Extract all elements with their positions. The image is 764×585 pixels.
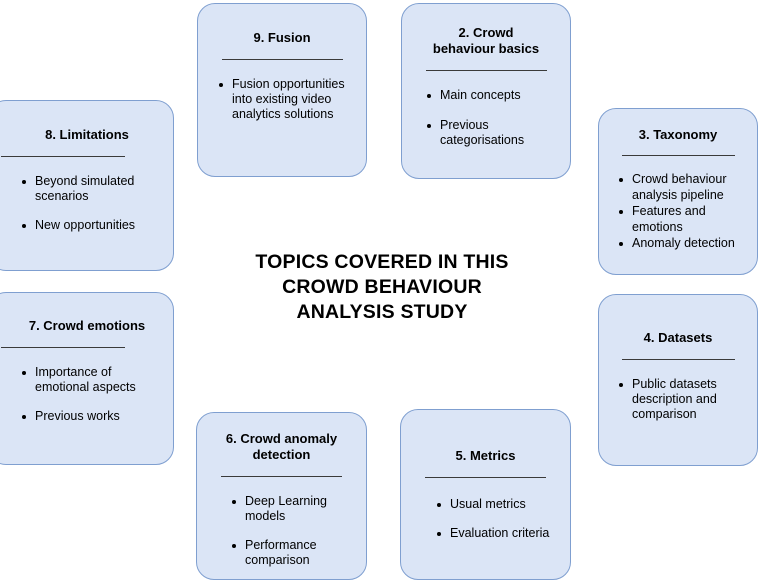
center-title-line: ANALYSIS STUDY xyxy=(296,301,468,323)
topic-bullet-list: Importance of emotional aspects Previous… xyxy=(19,365,163,424)
title-divider xyxy=(221,59,343,60)
topic-box-metrics[interactable]: 5. Metrics Usual metrics Evaluation crit… xyxy=(400,409,571,580)
list-item: Deep Learning models xyxy=(229,494,356,524)
topic-title: 3. Taxonomy xyxy=(638,127,718,142)
topic-title: 2. Crowd behaviour basics xyxy=(432,25,540,56)
topic-bullet-list: Crowd behaviour analysis pipeline Featur… xyxy=(616,172,749,252)
topic-bullet-list: Usual metrics Evaluation criteria xyxy=(434,497,560,541)
topic-box-fusion[interactable]: 9. Fusion Fusion opportunities into exis… xyxy=(197,3,367,177)
title-divider xyxy=(221,476,342,477)
title-divider xyxy=(425,70,547,71)
list-item: Evaluation criteria xyxy=(434,526,560,541)
topic-box-crowd-anomaly-detection[interactable]: 6. Crowd anomaly detection Deep Learning… xyxy=(196,412,367,580)
topic-box-content: 5. Metrics Usual metrics Evaluation crit… xyxy=(401,410,570,579)
list-item: Beyond simulated scenarios xyxy=(19,174,163,204)
list-item: Previous categorisations xyxy=(424,118,560,148)
list-item: Usual metrics xyxy=(434,497,560,512)
topic-box-limitations[interactable]: 8. Limitations Beyond simulated scenario… xyxy=(0,100,174,271)
topic-box-crowd-behaviour-basics[interactable]: 2. Crowd behaviour basics Main concepts … xyxy=(401,3,571,179)
list-item: Importance of emotional aspects xyxy=(19,365,163,395)
center-title-line: TOPICS COVERED IN THIS xyxy=(255,251,509,273)
title-divider xyxy=(425,477,546,478)
topic-box-crowd-emotions[interactable]: 7. Crowd emotions Importance of emotiona… xyxy=(0,292,174,465)
topic-box-content: 3. Taxonomy Crowd behaviour analysis pip… xyxy=(599,109,757,274)
topic-bullet-list: Fusion opportunities into existing video… xyxy=(216,77,356,122)
title-divider xyxy=(621,359,735,360)
topic-box-datasets[interactable]: 4. Datasets Public datasets description … xyxy=(598,294,758,466)
topic-box-content: 2. Crowd behaviour basics Main concepts … xyxy=(402,4,570,178)
topic-bullet-list: Deep Learning models Performance compari… xyxy=(229,494,356,568)
topic-title: 6. Crowd anomaly detection xyxy=(225,431,338,462)
topic-box-content: 4. Datasets Public datasets description … xyxy=(599,295,757,465)
title-divider xyxy=(621,155,735,156)
list-item: New opportunities xyxy=(19,218,163,233)
topic-box-content: 7. Crowd emotions Importance of emotiona… xyxy=(0,293,173,464)
topic-bullet-list: Beyond simulated scenarios New opportuni… xyxy=(19,174,163,233)
list-item: Crowd behaviour analysis pipeline xyxy=(616,172,749,203)
diagram-center-title: TOPICS COVERED IN THIS CROWD BEHAVIOUR A… xyxy=(192,250,572,325)
topic-title: 4. Datasets xyxy=(643,330,713,345)
center-title-line: CROWD BEHAVIOUR xyxy=(282,276,482,298)
topic-title: 8. Limitations xyxy=(45,127,129,142)
topic-box-taxonomy[interactable]: 3. Taxonomy Crowd behaviour analysis pip… xyxy=(598,108,758,275)
topic-box-content: 8. Limitations Beyond simulated scenario… xyxy=(0,101,173,270)
list-item: Anomaly detection xyxy=(616,236,749,252)
list-item: Public datasets description and comparis… xyxy=(616,377,749,422)
list-item: Performance comparison xyxy=(229,538,356,568)
topic-title: 7. Crowd emotions xyxy=(28,318,146,333)
list-item: Features and emotions xyxy=(616,204,749,235)
topic-box-content: 6. Crowd anomaly detection Deep Learning… xyxy=(197,413,366,579)
list-item: Previous works xyxy=(19,409,163,424)
topic-bullet-list: Public datasets description and comparis… xyxy=(616,377,749,422)
topic-title: 5. Metrics xyxy=(455,448,516,463)
title-divider xyxy=(1,347,125,348)
topic-box-content: 9. Fusion Fusion opportunities into exis… xyxy=(198,4,366,176)
list-item: Fusion opportunities into existing video… xyxy=(216,77,356,122)
title-divider xyxy=(1,156,125,157)
list-item: Main concepts xyxy=(424,88,560,103)
topic-title: 9. Fusion xyxy=(253,30,311,45)
topic-bullet-list: Main concepts Previous categorisations xyxy=(424,88,560,148)
